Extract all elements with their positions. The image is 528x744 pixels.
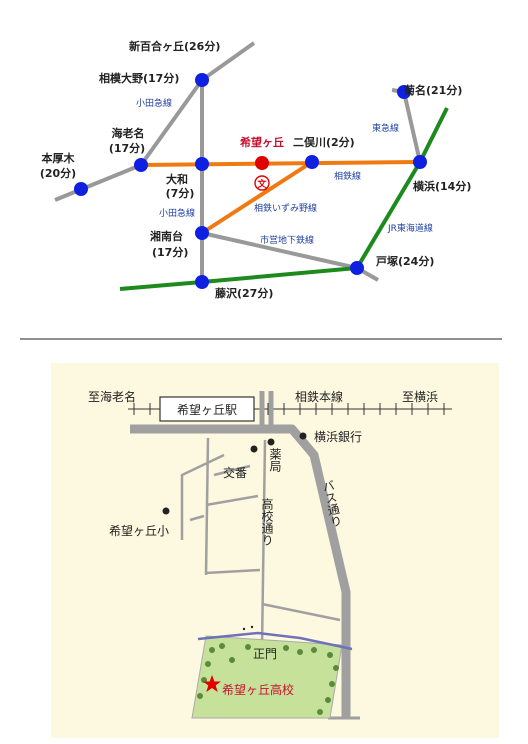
station-box	[159, 396, 255, 422]
label-to-ebina: 至海老名	[88, 389, 136, 404]
label-subway-line: 市営地下鉄線	[260, 234, 314, 246]
label-fujisawa: 藤沢(27分)	[215, 286, 273, 300]
label-shin-yurigaoka: 新百合ヶ丘(26分)	[129, 39, 220, 53]
station-kikuna	[397, 85, 411, 99]
station-ebina	[134, 158, 148, 172]
station-sagami-ono	[195, 73, 209, 87]
station-box-label: 希望ヶ丘駅	[177, 402, 237, 417]
station-hon-atsugi	[74, 182, 88, 196]
label-koban: 交番	[223, 465, 247, 480]
label-school-street-vertical: 高校通り	[260, 498, 274, 546]
odakyu-line-north	[200, 41, 256, 82]
station-kibogaoka	[255, 156, 269, 170]
school-mark-icon	[254, 175, 270, 191]
odakyu-line-atsugi	[54, 163, 142, 202]
label-hon-atsugi: 本厚木	[42, 151, 76, 165]
station-futamatagawa	[305, 155, 319, 169]
station-fujisawa	[195, 275, 209, 289]
label-shonandai-time: (17分)	[152, 245, 188, 259]
label-ebina-time: (17分)	[109, 141, 145, 155]
label-totsuka: 戸塚(24分)	[376, 254, 434, 268]
label-main-gate: 正門	[253, 647, 277, 661]
label-ebina: 海老名	[112, 126, 145, 140]
label-shonandai: 湘南台	[150, 229, 183, 243]
gate-post-1	[242, 627, 246, 631]
label-yamato: 大和	[166, 172, 188, 186]
sotetsu-main-line	[140, 160, 421, 167]
label-kibogaoka: 希望ヶ丘	[239, 135, 284, 149]
campus-trees	[197, 643, 339, 715]
label-pharmacy-vertical: 薬局	[268, 448, 282, 472]
label-hon-atsugi-time: (20分)	[40, 166, 76, 180]
river	[197, 631, 353, 651]
label-izumino-line: 相鉄いずみ野線	[254, 202, 317, 214]
label-yokohama-bank: 横浜銀行	[314, 430, 362, 444]
label-yokohama: 横浜(14分)	[413, 179, 471, 193]
label-odakyu-line-1: 小田急線	[136, 97, 172, 109]
campus-area	[191, 635, 343, 719]
tokyu-line	[402, 91, 422, 163]
station-totsuka	[350, 261, 364, 275]
poi-koban	[250, 445, 258, 453]
gate-post-2	[250, 625, 254, 629]
sotetsu-izumino-line	[200, 160, 314, 235]
station-shonandai	[195, 226, 209, 240]
label-tokyu-line: 東急線	[372, 122, 399, 134]
label-odakyu-line-2: 小田急線	[159, 207, 195, 219]
bus-street-road	[130, 424, 351, 718]
station-yokohama	[413, 155, 427, 169]
label-sotetsu-line: 相鉄線	[334, 170, 361, 182]
station-yamato	[195, 157, 209, 171]
label-sotetsu-main-line: 相鉄本線	[295, 389, 343, 404]
label-yamato-time: (7分)	[166, 186, 195, 200]
label-to-yokohama: 至横浜	[402, 390, 438, 404]
label-futamatagawa: 二俣川(2分)	[293, 135, 355, 149]
label-sagami-ono: 相模大野(17分)	[99, 71, 179, 85]
school-mark-label: 文	[256, 178, 267, 190]
local-map: 希望ヶ丘駅 至海老名 相鉄本線 至横浜	[51, 363, 499, 738]
subway-line	[201, 231, 358, 270]
poi-pharmacy	[267, 438, 275, 446]
label-jr-tokaido-line: JR東海道線	[387, 222, 433, 234]
label-high-school: 希望ヶ丘高校	[222, 682, 294, 697]
high-school-star-icon	[203, 675, 221, 692]
poi-elementary	[162, 507, 170, 515]
odakyu-line-ebina	[139, 78, 204, 167]
label-elementary: 希望ヶ丘小	[109, 523, 169, 538]
route-map: 文 新百合ヶ丘(26分) 相模大野(17分) 海老名 (17分) 本厚木 (20…	[40, 39, 472, 300]
poi-yokohama-bank	[299, 432, 307, 440]
label-kikuna: 菊名(21分)	[404, 83, 462, 97]
railway-ties	[133, 403, 445, 415]
